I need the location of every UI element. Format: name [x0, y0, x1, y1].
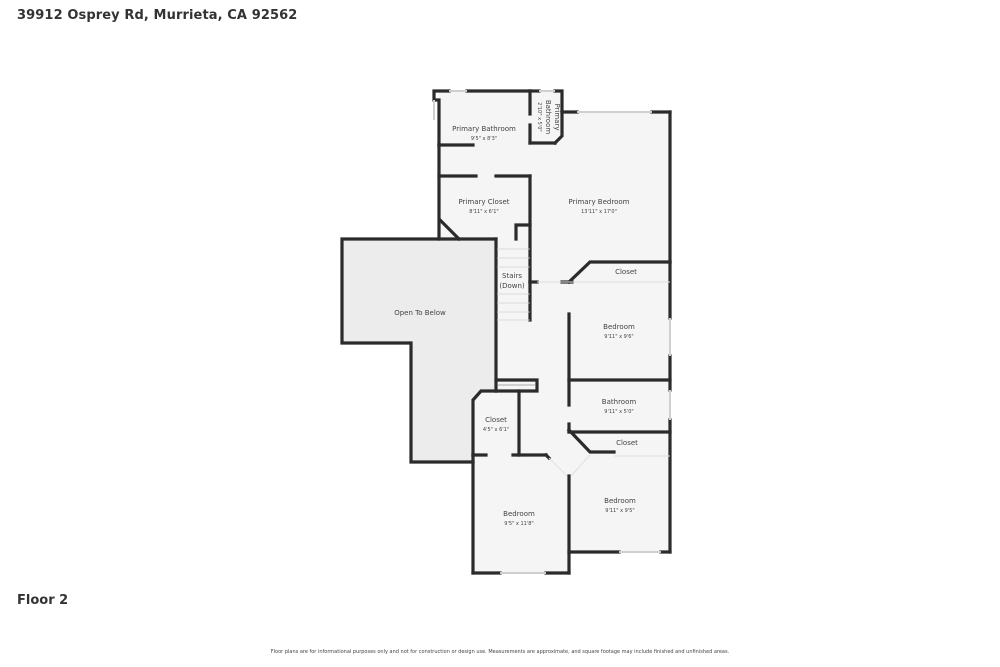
- room-dims: 9'11" x 9'6": [604, 334, 633, 340]
- room-name: Bedroom: [603, 323, 635, 331]
- room-dims: 9'5" x 11'8": [504, 521, 533, 527]
- room-name: Closet: [616, 439, 638, 447]
- stairs-treads: [497, 248, 530, 321]
- room-name: Bathroom: [602, 398, 637, 406]
- walls: [340, 89, 672, 575]
- room-name: Open To Below: [394, 309, 446, 317]
- room-dims: 4'5" x 6'1": [483, 427, 509, 433]
- room-name: Primary: [553, 103, 561, 130]
- open-to-below-area: [342, 239, 496, 462]
- room-name: Closet: [615, 268, 637, 276]
- room-name: Bedroom: [503, 510, 535, 518]
- room-name: (Down): [499, 282, 525, 290]
- room-name: Bathroom: [544, 100, 552, 135]
- room-labels: Primary Bathroom 9'5" x 8'3" Primary Bat…: [394, 100, 638, 527]
- room-name: Primary Bathroom: [452, 125, 516, 133]
- disclaimer-text: Floor plans are for informational purpos…: [270, 649, 730, 655]
- property-address: 39912 Osprey Rd, Murrieta, CA 92562: [17, 8, 298, 23]
- windows: [433, 90, 671, 574]
- room-name: Primary Bedroom: [569, 198, 630, 206]
- room-dims: 9'11" x 9'5": [605, 508, 634, 514]
- room-name: Primary Closet: [458, 198, 509, 206]
- room-dims: 13'11" x 17'0": [581, 209, 617, 215]
- floor-label: Floor 2: [17, 593, 69, 608]
- room-dims: 8'11" x 6'1": [469, 209, 498, 215]
- door-openings: [537, 281, 670, 477]
- room-dims: 9'11" x 5'0": [604, 409, 633, 415]
- room-name: Closet: [485, 416, 507, 424]
- room-dims: 9'5" x 8'3": [471, 136, 497, 142]
- room-dims: 2'10" x 5'0": [536, 102, 542, 131]
- room-name: Bedroom: [604, 497, 636, 505]
- room-name: Stairs: [502, 272, 522, 280]
